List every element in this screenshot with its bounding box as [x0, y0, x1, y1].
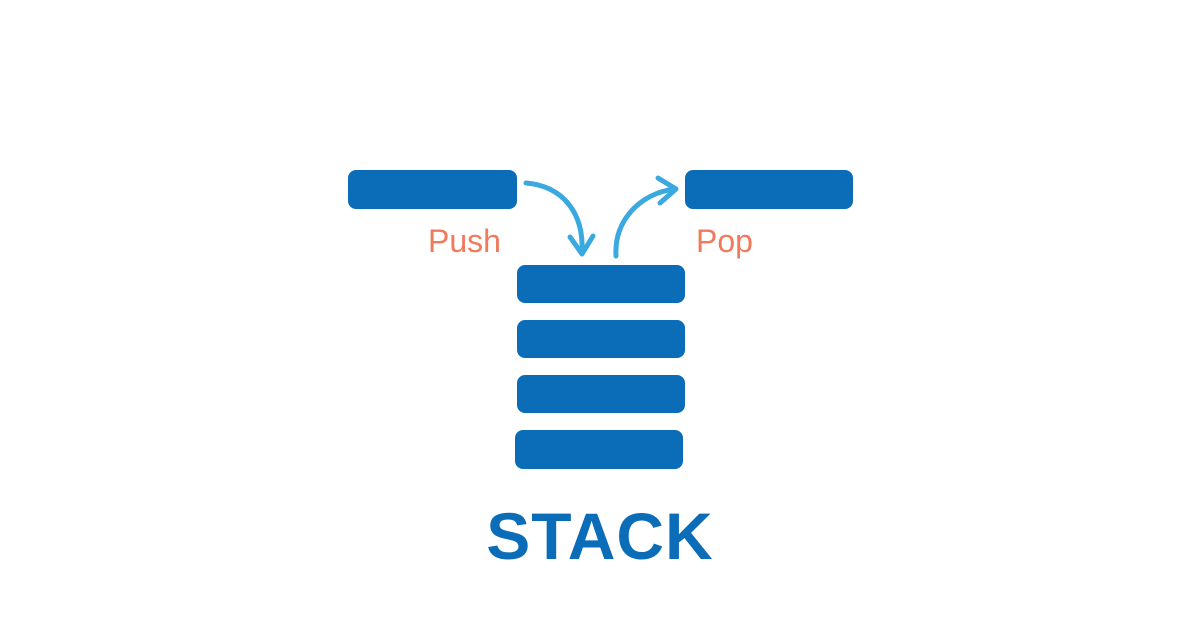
pop-arrow-icon — [613, 175, 679, 259]
pop-label: Pop — [696, 223, 753, 259]
stack-item — [517, 265, 685, 303]
stack-item — [517, 320, 685, 358]
push-element — [348, 170, 517, 209]
push-label: Push — [428, 223, 501, 259]
diagram-title: STACK — [486, 499, 714, 573]
stack-item — [515, 430, 683, 469]
pop-element — [685, 170, 853, 209]
push-arrow-icon — [523, 180, 596, 257]
stack-item — [517, 375, 685, 413]
